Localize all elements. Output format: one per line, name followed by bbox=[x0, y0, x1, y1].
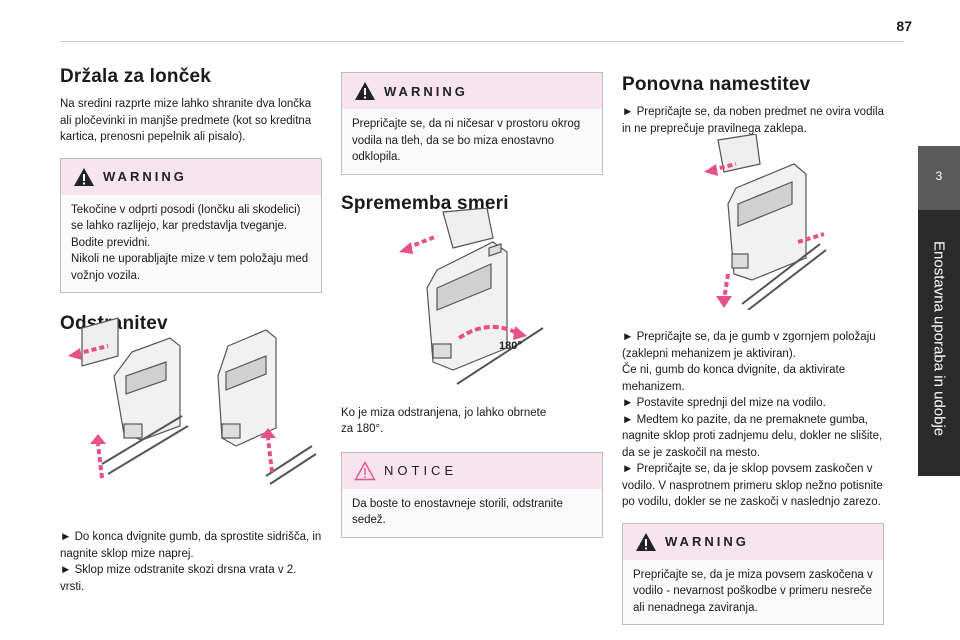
removal-step: ► Do konca dvignite gumb, da sprostite s… bbox=[60, 531, 322, 560]
column-2: WARNING Prepričajte se, da ni ničesar v … bbox=[341, 72, 603, 538]
column-3: Ponovna namestitev ► Prepričajte se, da … bbox=[622, 74, 884, 625]
chapter-number[interactable]: 3 bbox=[918, 146, 960, 210]
warning-text: Prepričajte se, da ni ničesar v prostoru… bbox=[352, 118, 581, 163]
warning-header: WARNING bbox=[61, 158, 321, 195]
warning-label: WARNING bbox=[384, 83, 468, 99]
reinstall-text: ► Prepričajte se, da noben predmet ne ov… bbox=[622, 106, 884, 135]
warning-label: WARNING bbox=[103, 169, 187, 184]
warning-header: WARNING bbox=[623, 523, 883, 560]
header-rule bbox=[60, 41, 904, 42]
direction-text: Ko je miza odstranjena, jo lahko obrnete… bbox=[341, 406, 547, 436]
notice-icon bbox=[354, 460, 376, 480]
warning-box: WARNING Prepričajte se, da ni ničesar v … bbox=[341, 72, 603, 175]
reinstall-step: ► Prepričajte se, da je sklop povsem zas… bbox=[622, 463, 883, 508]
chapter-title: Enostavna uporaba in udobje bbox=[930, 241, 948, 437]
reinstall-step: ► Medtem ko pazite, da ne premaknete gum… bbox=[622, 413, 883, 459]
cup-holder-text: Na sredini razprte mize lahko shranite d… bbox=[60, 98, 312, 143]
notice-label: NOTICE bbox=[384, 463, 458, 478]
warning-box: WARNING Prepričajte se, da je miza povse… bbox=[622, 522, 884, 625]
warning-box: WARNING Tekočine v odprti posodi (lončku… bbox=[60, 157, 322, 293]
removal-step: ► Sklop mize odstranite skozi drsna vrat… bbox=[60, 564, 297, 593]
section-title-reinstall: Ponovna namestitev bbox=[622, 74, 811, 95]
reinstall-step: ► Prepričajte se, da je gumb v zgornjem … bbox=[622, 331, 876, 360]
reinstall-step: Če ni, gumb do konca dvignite, da aktivi… bbox=[622, 364, 846, 393]
warning-text: Prepričajte se, da je miza povsem zaskoč… bbox=[633, 568, 873, 614]
page-number: 87 bbox=[896, 18, 912, 34]
warning-header: WARNING bbox=[342, 73, 602, 109]
warning-text: Nikoli ne uporabljajte mize v tem položa… bbox=[71, 253, 309, 282]
reinstall-illustration bbox=[704, 134, 827, 310]
section-title-direction: Sprememba smeri bbox=[341, 192, 509, 214]
notice-box: NOTICE Da boste to enostavneje storili, … bbox=[341, 451, 603, 538]
reinstall-step: ► Postavite sprednji del mize na vodilo. bbox=[622, 397, 826, 409]
removal-illustration bbox=[68, 317, 317, 485]
angle-label: 180° bbox=[499, 340, 522, 352]
rotation-illustration: 180° bbox=[399, 208, 544, 385]
warning-icon bbox=[355, 82, 375, 100]
warning-icon bbox=[74, 167, 94, 186]
warning-icon bbox=[636, 532, 656, 551]
warning-label: WARNING bbox=[665, 534, 749, 549]
section-title-cup-holder: Držala za lonček bbox=[60, 66, 212, 87]
notice-text: Da boste to enostavneje storili, odstran… bbox=[352, 497, 563, 527]
column-1: Držala za lonček Na sredini razprte mize… bbox=[60, 66, 322, 595]
notice-header: NOTICE bbox=[342, 452, 602, 489]
warning-text: Tekočine v odprti posodi (lončku ali sko… bbox=[71, 203, 301, 249]
